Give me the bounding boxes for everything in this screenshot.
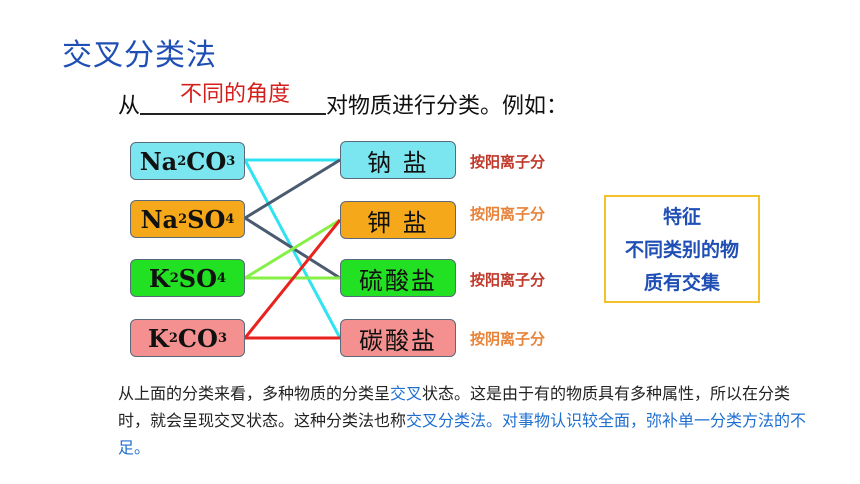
explanation-paragraph: 从上面的分类来看，多种物质的分类呈交叉状态。这是由于有的物质具有多种属性，所以在… (118, 384, 807, 457)
page-title: 交叉分类法 (62, 38, 217, 73)
intro-prefix: 从 (118, 94, 141, 119)
intro-suffix: 对物质进行分类。例如： (326, 94, 569, 119)
link-k2so4-potassium (244, 218, 341, 280)
category-sodium-salt: 钠 盐 (340, 141, 456, 179)
blank-answer: 不同的角度 (180, 82, 291, 107)
tag-cation-2: 按阳离子分 (470, 271, 546, 289)
feature-note-box: 特征 不同类别的物 质有交集 (604, 195, 760, 303)
tag-anion-1: 按阴离子分 (470, 205, 546, 223)
tag-anion-2: 按阴离子分 (470, 330, 546, 348)
intro-sentence: 从 对物质进行分类。例如： (118, 88, 568, 120)
category-potassium-salt: 钾 盐 (340, 201, 456, 239)
link-na2so4-sodium (244, 158, 341, 220)
highlight-cross-classification: 交叉分类法 (406, 411, 487, 430)
highlight-cross: 交叉 (390, 384, 423, 403)
note-line-1: 特征 (662, 206, 701, 228)
link-k2co3-potassium (243, 219, 342, 339)
category-sulfate: 硫酸盐 (340, 259, 456, 297)
tag-cation-1: 按阳离子分 (470, 153, 546, 171)
note-line-3: 质有交集 (643, 272, 720, 294)
note-line-2: 不同类别的物 (624, 239, 739, 261)
fill-blank (140, 93, 327, 115)
category-carbonate: 碳酸盐 (340, 319, 456, 357)
